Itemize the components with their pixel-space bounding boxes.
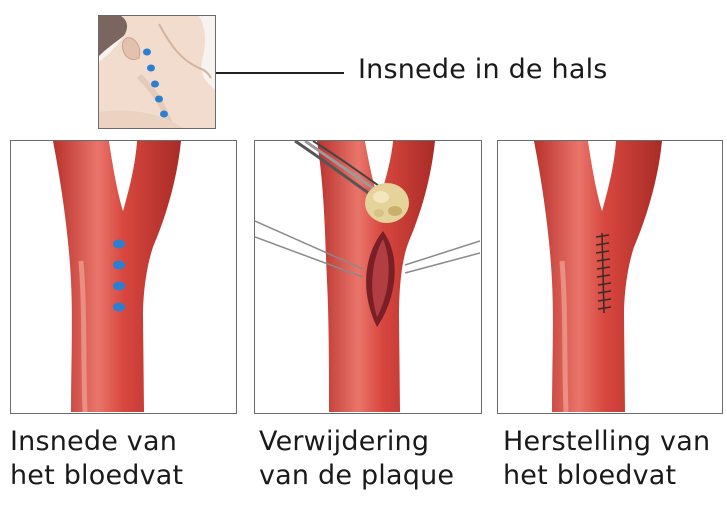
step-2-illustration [254, 140, 482, 414]
step-1-illustration [10, 140, 237, 414]
step-1-caption: Insnede van het bloedvat [10, 425, 183, 493]
step-3-caption: Herstelling van het bloedvat [503, 425, 710, 493]
leader-line [216, 72, 344, 74]
step-3-caption-line-1: Herstelling van [503, 425, 710, 459]
plaque [365, 183, 409, 223]
neck-illustration [98, 15, 216, 129]
step-1-caption-line-2: het bloedvat [10, 459, 183, 493]
step-3-illustration [497, 140, 723, 414]
step-2-caption-line-1: Verwijdering [259, 425, 454, 459]
step-1-caption-line-1: Insnede van [10, 425, 183, 459]
step-2-caption: Verwijdering van de plaque [259, 425, 454, 493]
neck-incision-label: Insnede in de hals [358, 53, 608, 87]
step-3-caption-line-2: het bloedvat [503, 459, 710, 493]
step-2-caption-line-2: van de plaque [259, 459, 454, 493]
